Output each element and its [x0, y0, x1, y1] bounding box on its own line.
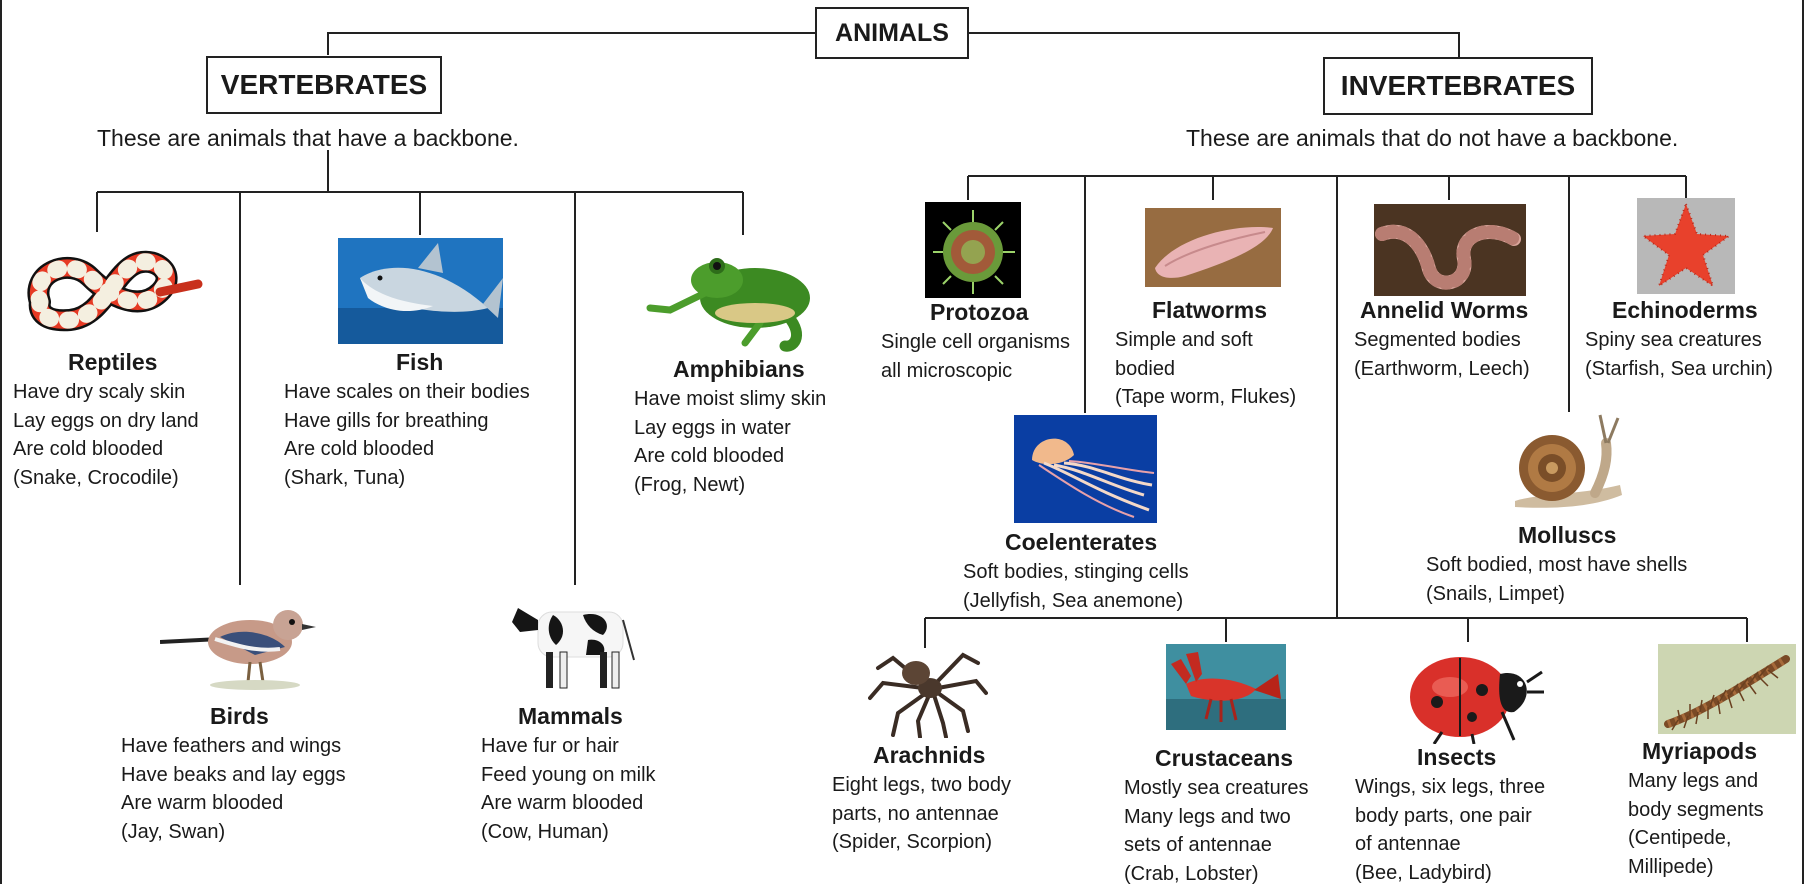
centipede-icon [1658, 644, 1796, 734]
desc-line: of antennae [1355, 830, 1545, 859]
desc-line: (Jay, Swan) [121, 818, 346, 847]
group-description: Wings, six legs, three body parts, one p… [1355, 773, 1545, 887]
ladybird-icon [1402, 652, 1547, 744]
snail-icon [1510, 413, 1630, 513]
flatworm-icon [1145, 208, 1281, 287]
group-title: Coelenterates [1005, 529, 1157, 556]
group-description: Spiny sea creatures (Starfish, Sea urchi… [1585, 326, 1773, 383]
group-description: Have feathers and wings Have beaks and l… [121, 732, 346, 846]
group-description: Have moist slimy skin Lay eggs in water … [634, 385, 826, 499]
group-title: Protozoa [930, 299, 1028, 326]
group-description: Many legs and body segments (Centipede, … [1628, 767, 1764, 881]
desc-line: Wings, six legs, three [1355, 773, 1545, 802]
desc-line: (Snake, Crocodile) [13, 464, 199, 493]
desc-line: Are warm blooded [121, 789, 346, 818]
desc-line: body segments [1628, 796, 1764, 825]
desc-line: Have fur or hair [481, 732, 656, 761]
group-title: Fish [396, 349, 443, 376]
desc-line: Simple and soft [1115, 326, 1296, 355]
group-title: Amphibians [673, 356, 805, 383]
desc-line: bodied [1115, 355, 1296, 384]
desc-line: sets of antennae [1124, 831, 1309, 860]
desc-line: Are cold blooded [13, 435, 199, 464]
group-title: Insects [1417, 744, 1496, 771]
desc-line: (Cow, Human) [481, 818, 656, 847]
starfish-icon [1637, 198, 1735, 294]
group-title: Flatworms [1152, 297, 1267, 324]
desc-line: (Jellyfish, Sea anemone) [963, 587, 1189, 616]
desc-line: Have feathers and wings [121, 732, 346, 761]
jellyfish-icon [1014, 415, 1157, 523]
desc-line: Have beaks and lay eggs [121, 761, 346, 790]
desc-line: Many legs and two [1124, 803, 1309, 832]
invertebrates-box: INVERTEBRATES [1323, 57, 1593, 115]
group-description: Have scales on their bodies Have gills f… [284, 378, 530, 492]
desc-line: (Shark, Tuna) [284, 464, 530, 493]
earthworm-icon [1374, 204, 1526, 296]
desc-line: parts, no antennae [832, 800, 1011, 829]
desc-line: Are cold blooded [284, 435, 530, 464]
bird-icon [160, 597, 320, 692]
desc-line: Are cold blooded [634, 442, 826, 471]
group-title: Echinoderms [1612, 297, 1758, 324]
snake-icon [20, 232, 205, 337]
group-title: Myriapods [1642, 738, 1757, 765]
desc-line: Eight legs, two body [832, 771, 1011, 800]
group-description: Soft bodies, stinging cells (Jellyfish, … [963, 558, 1189, 615]
group-title: Arachnids [873, 742, 985, 769]
desc-line: Lay eggs in water [634, 414, 826, 443]
desc-line: (Starfish, Sea urchin) [1585, 355, 1773, 384]
group-description: Have dry scaly skin Lay eggs on dry land… [13, 378, 199, 492]
desc-line: (Frog, Newt) [634, 471, 826, 500]
group-title: Crustaceans [1155, 745, 1293, 772]
crayfish-icon [1166, 644, 1286, 730]
desc-line: Have moist slimy skin [634, 385, 826, 414]
desc-line: (Spider, Scorpion) [832, 828, 1011, 857]
frog-icon [645, 238, 830, 353]
desc-line: Soft bodies, stinging cells [963, 558, 1189, 587]
desc-line: Are warm blooded [481, 789, 656, 818]
group-title: Reptiles [68, 349, 157, 376]
group-title: Mammals [518, 703, 623, 730]
desc-line: Soft bodied, most have shells [1426, 551, 1687, 580]
group-description: Soft bodied, most have shells (Snails, L… [1426, 551, 1687, 608]
desc-line: Have dry scaly skin [13, 378, 199, 407]
desc-line: Feed young on milk [481, 761, 656, 790]
protozoa-icon [925, 202, 1021, 298]
vertebrates-box: VERTEBRATES [206, 56, 442, 114]
desc-line: (Snails, Limpet) [1426, 580, 1687, 609]
root-box-animals: ANIMALS [815, 7, 969, 59]
desc-line: Spiny sea creatures [1585, 326, 1773, 355]
group-title: Annelid Worms [1360, 297, 1528, 324]
group-description: Have fur or hair Feed young on milk Are … [481, 732, 656, 846]
group-description: Mostly sea creatures Many legs and two s… [1124, 774, 1309, 888]
group-title: Birds [210, 703, 269, 730]
desc-line: Mostly sea creatures [1124, 774, 1309, 803]
desc-line: (Earthworm, Leech) [1354, 355, 1530, 384]
desc-line: (Tape worm, Flukes) [1115, 383, 1296, 412]
desc-line: all microscopic [881, 357, 1070, 386]
desc-line: body parts, one pair [1355, 802, 1545, 831]
group-description: Simple and soft bodied (Tape worm, Fluke… [1115, 326, 1296, 412]
group-description: Segmented bodies (Earthworm, Leech) [1354, 326, 1530, 383]
group-description: Single cell organisms all microscopic [881, 328, 1070, 385]
cow-icon [508, 590, 653, 695]
shark-icon [338, 238, 503, 344]
group-title: Molluscs [1518, 522, 1616, 549]
desc-line: Lay eggs on dry land [13, 407, 199, 436]
desc-line: Have scales on their bodies [284, 378, 530, 407]
desc-line: Have gills for breathing [284, 407, 530, 436]
invertebrates-description: These are animals that do not have a bac… [1186, 125, 1678, 152]
desc-line: Single cell organisms [881, 328, 1070, 357]
desc-line: Many legs and [1628, 767, 1764, 796]
desc-line: Segmented bodies [1354, 326, 1530, 355]
desc-line: Millipede) [1628, 853, 1764, 882]
desc-line: (Bee, Ladybird) [1355, 859, 1545, 888]
vertebrates-description: These are animals that have a backbone. [97, 125, 519, 152]
spider-icon [868, 643, 988, 738]
desc-line: (Centipede, [1628, 824, 1764, 853]
group-description: Eight legs, two body parts, no antennae … [832, 771, 1011, 857]
